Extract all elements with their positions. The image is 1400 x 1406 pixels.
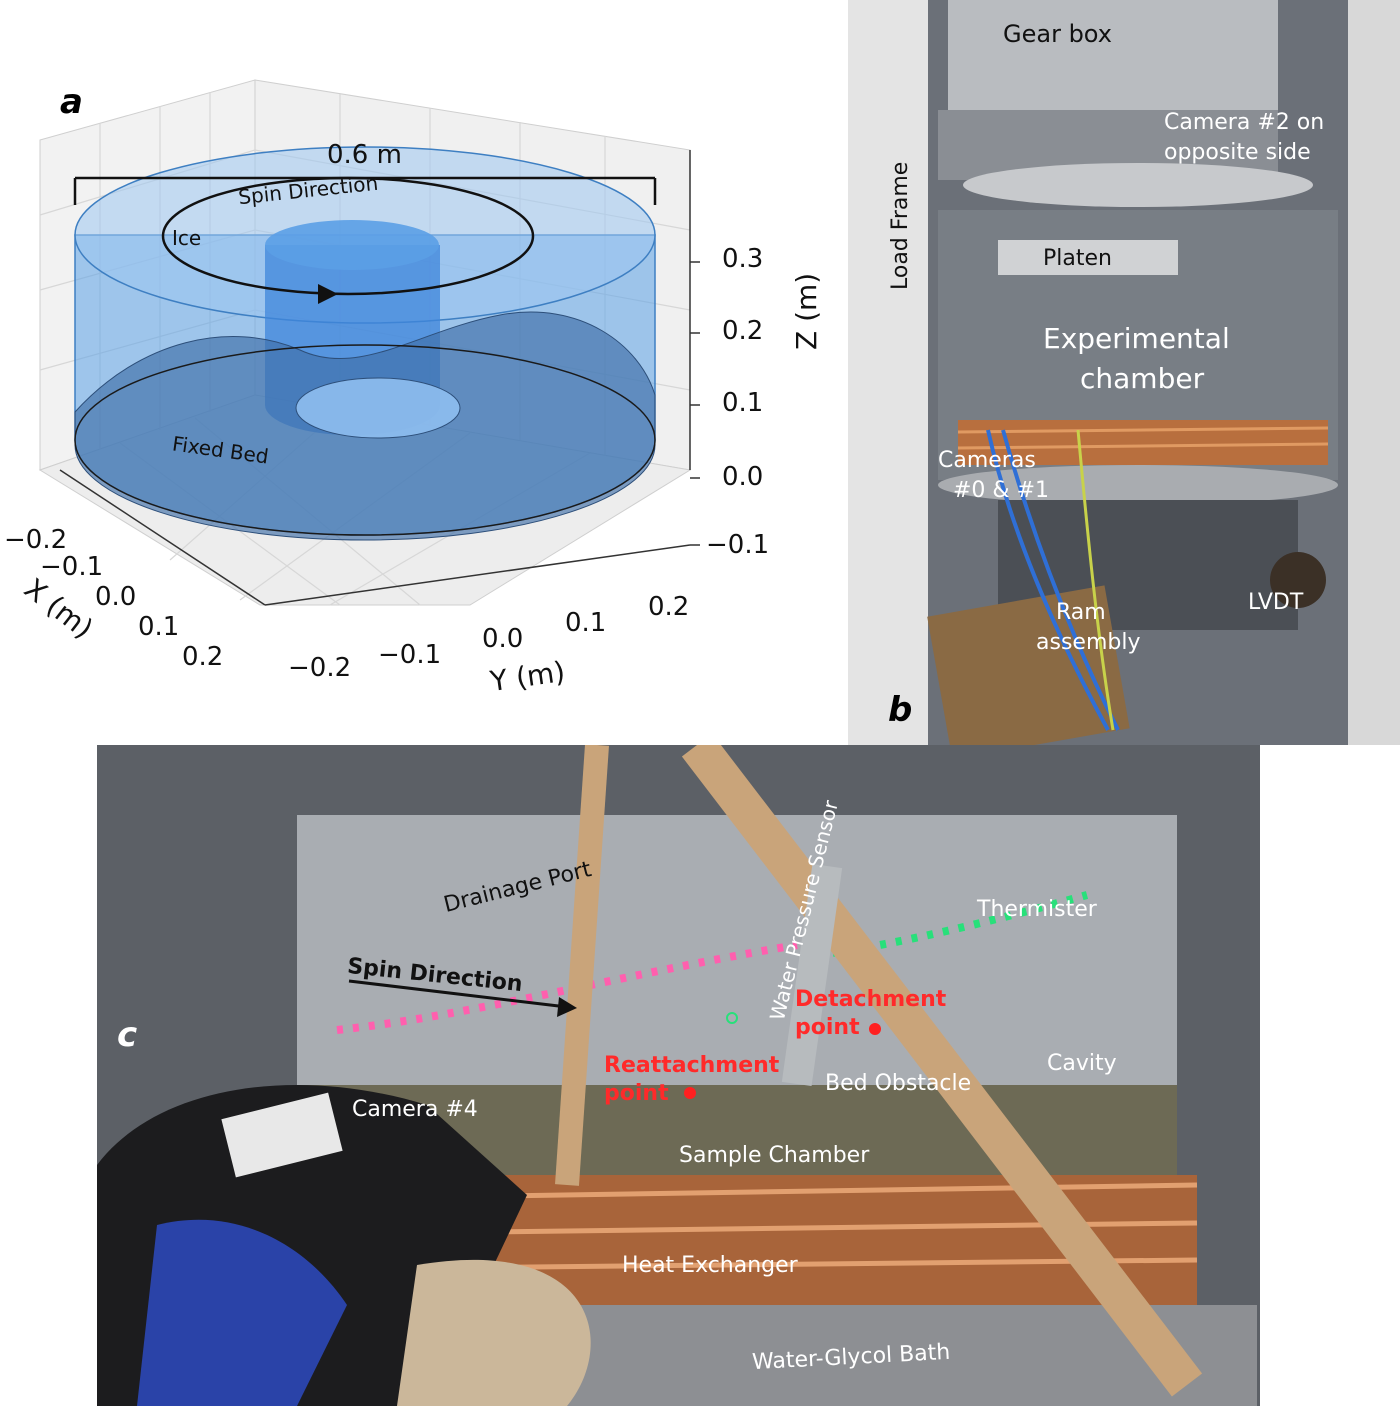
label-platen: Platen [1043, 246, 1112, 271]
x-tick-1: −0.1 [40, 552, 104, 582]
platen [998, 240, 1178, 275]
bed-outline [74, 344, 656, 536]
blue-cables [986, 429, 1110, 731]
label-bed-obstacle: Bed Obstacle [825, 1071, 972, 1096]
label-cameras-b: #0 & #1 [953, 478, 1050, 503]
z-tick-0: 0.3 [722, 244, 764, 274]
x-axis-line [59, 469, 266, 606]
y-tick-0: −0.2 [288, 653, 352, 683]
blue-strap [137, 1219, 347, 1406]
green-marker-dots [816, 891, 1089, 959]
panel-c-photo: Drainage Port Water Pressure Sensor Ther… [97, 745, 1260, 1406]
schematic-3d-plot [38, 79, 700, 606]
label-cameras-a: Cameras [938, 448, 1036, 473]
label-ram-a: Ram [1056, 600, 1106, 625]
label-lvdt: LVDT [1248, 590, 1304, 615]
reattachment-point [684, 1087, 696, 1099]
label-detachment-b: point [795, 1015, 860, 1040]
panel-a-schematic: a 0.6 m Spin Direction Ice Fixed Bed 0.3… [0, 0, 840, 740]
label-camera2-b: opposite side [1164, 140, 1311, 165]
y-tick-1: −0.1 [378, 640, 442, 670]
label-thermister: Thermister [977, 897, 1097, 922]
label-sample-chamber: Sample Chamber [679, 1143, 870, 1168]
z-tick-3: 0.0 [722, 462, 764, 492]
ribbon-cable [681, 745, 1203, 1397]
wood-beam [927, 585, 1130, 745]
ice-label: Ice [172, 226, 202, 250]
x-tick-2: 0.0 [95, 582, 137, 612]
z-tick-2: 0.1 [722, 388, 764, 418]
spin-arrow-head [318, 284, 338, 304]
z-tick-4: −0.1 [706, 530, 770, 560]
load-frame-left [848, 0, 928, 745]
label-ram-b: assembly [1036, 630, 1141, 655]
y-tick-3: 0.1 [565, 608, 607, 638]
panel-letter-b: b [888, 690, 913, 730]
label-chamber-a: Experimental [1043, 322, 1230, 355]
label-heat-exchanger: Heat Exchanger [622, 1253, 798, 1278]
camera4-barcode [221, 1092, 343, 1178]
x-tick-4: 0.2 [182, 642, 224, 672]
x-tick-0: −0.2 [4, 525, 68, 555]
bed-hole [295, 377, 461, 439]
y-tick-2: 0.0 [482, 624, 524, 654]
detachment-point [869, 1023, 881, 1035]
pressure-sensor-body [781, 863, 843, 1087]
apparatus-illustration [848, 0, 1400, 745]
panel-letter-c: c [117, 1015, 138, 1055]
label-cavity: Cavity [1047, 1051, 1117, 1076]
gear-box [948, 0, 1278, 110]
label-gear-box: Gear box [1003, 20, 1112, 48]
load-frame-right [1348, 0, 1400, 745]
z-tick-1: 0.2 [722, 316, 764, 346]
z-axis-label: Z (m) [790, 272, 823, 350]
x-tick-3: 0.1 [138, 612, 180, 642]
panel-b-photo: Gear box Camera #2 on opposite side Load… [848, 0, 1400, 745]
panel-letter-a: a [60, 82, 83, 122]
label-camera2: Camera #2 on [1164, 110, 1325, 135]
ice-sample-region [297, 815, 1177, 1085]
label-camera4: Camera #4 [352, 1097, 478, 1122]
y-axis-line [264, 544, 691, 606]
spin-direction-arrow [348, 979, 568, 1009]
dimension-label: 0.6 m [327, 140, 402, 170]
label-reattachment-a: Reattachment [604, 1053, 780, 1078]
label-load-frame: Load Frame [888, 161, 913, 290]
label-chamber-b: chamber [1080, 362, 1205, 395]
label-reattachment-b: point [604, 1081, 669, 1106]
label-detachment-a: Detachment [795, 987, 947, 1012]
chamber-closeup-illustration [97, 745, 1260, 1406]
top-plate [963, 163, 1313, 207]
y-tick-4: 0.2 [648, 592, 690, 622]
